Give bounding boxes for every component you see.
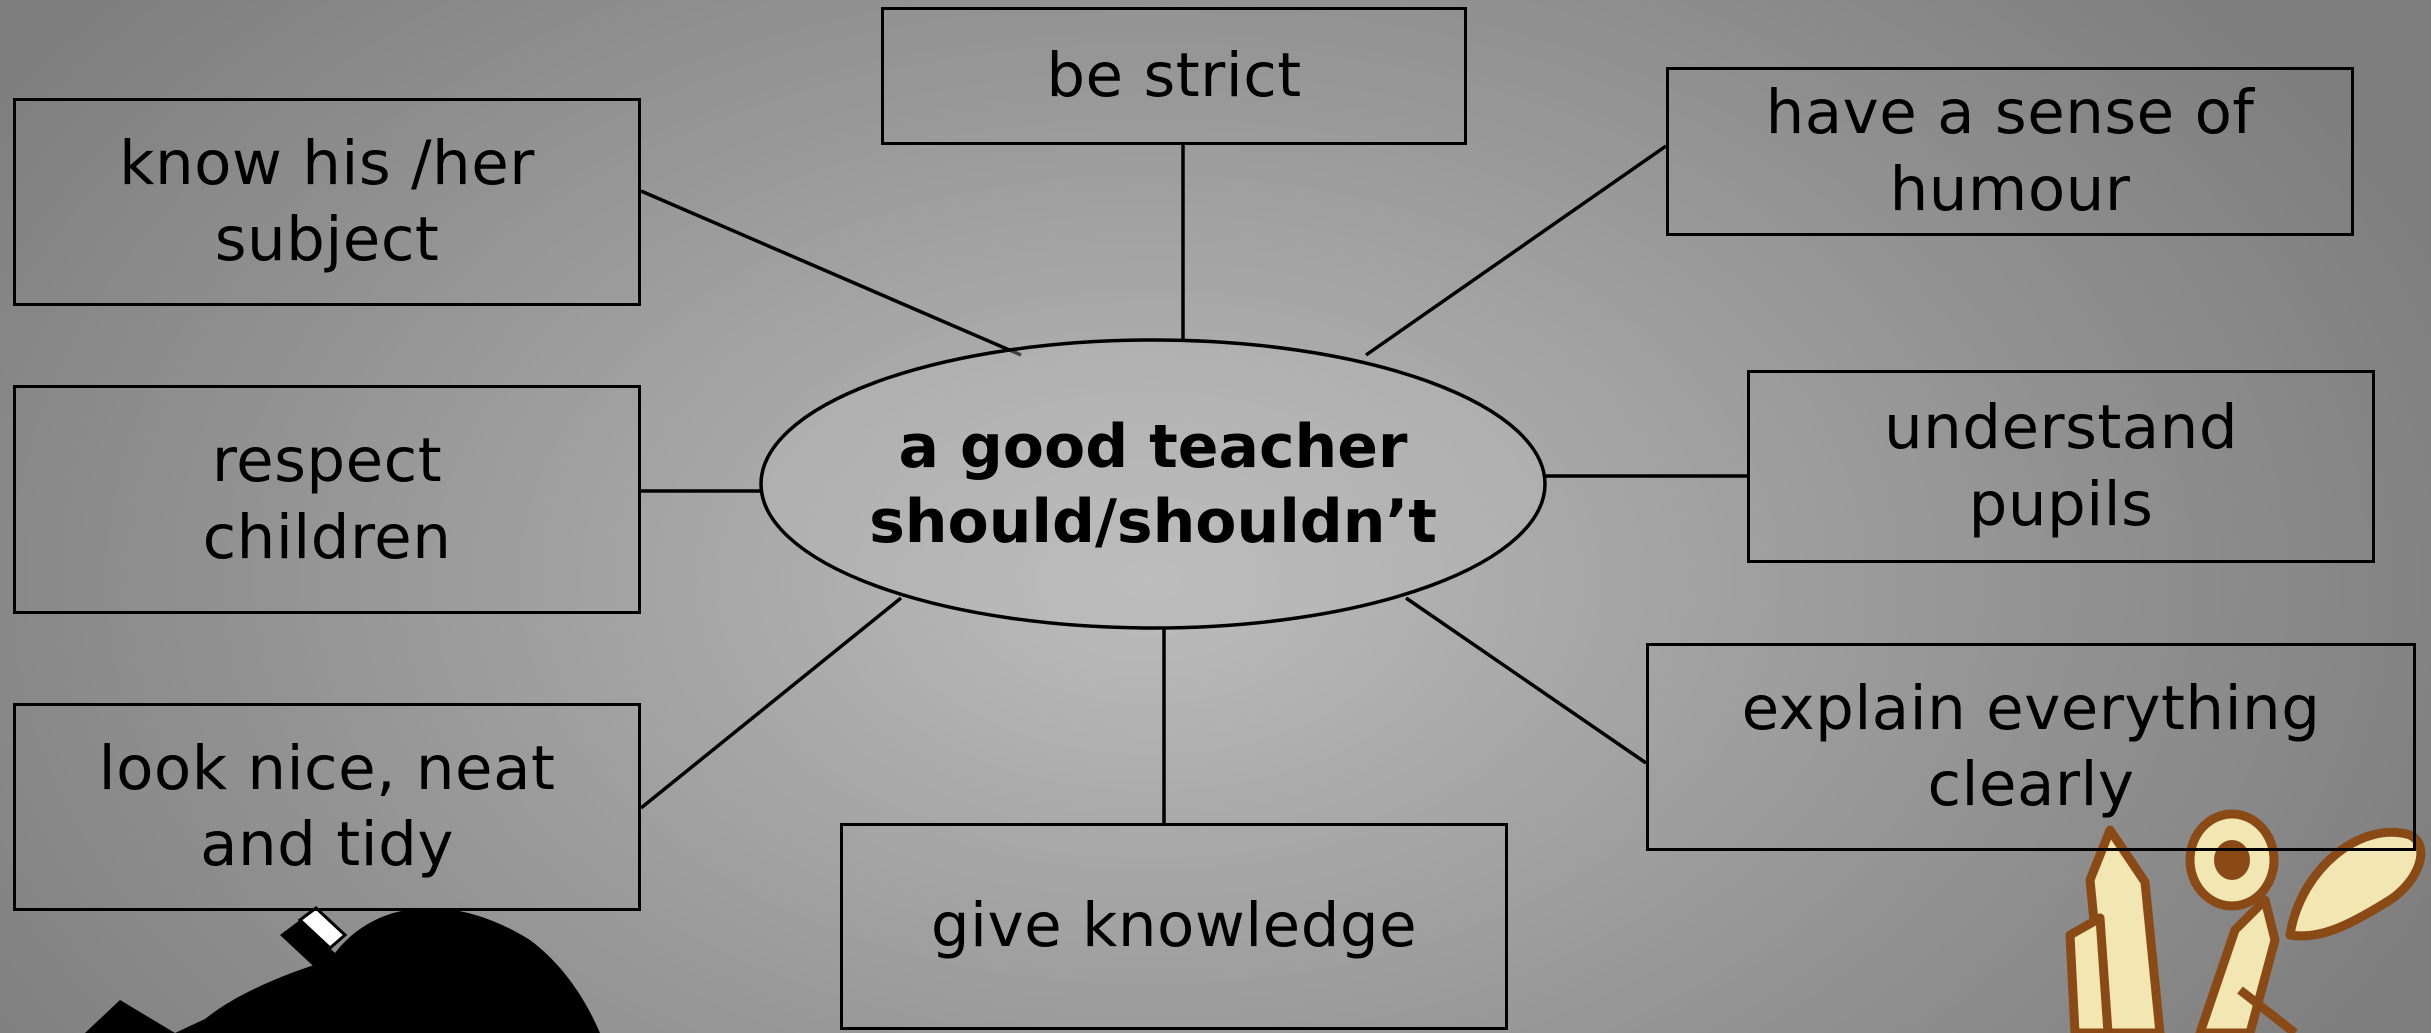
palette-brush-icon: [85, 906, 600, 1033]
connector-sense-of-humour: [1364, 144, 1668, 357]
node-sense-of-humour: have a sense of humour: [1666, 67, 2354, 236]
node-respect-children: respect children: [13, 385, 641, 614]
connectors: [639, 144, 1747, 823]
node-know-subject: know his /her subject: [13, 98, 641, 306]
connector-look-nice: [639, 596, 903, 810]
node-look-nice: look nice, neat and tidy: [13, 703, 641, 911]
node-explain-clearly: explain everything clearly: [1646, 643, 2416, 851]
node-give-knowledge: give knowledge: [840, 823, 1508, 1030]
pencil-scissors-icon: [2065, 809, 2426, 1033]
center-ellipse: [759, 338, 1547, 630]
node-understand-pupils: understand pupils: [1747, 370, 2375, 563]
connector-explain-clearly: [1405, 596, 1647, 765]
connector-know-subject: [640, 189, 1022, 357]
center-topic: a good teacher should/shouldn’t: [869, 412, 1437, 557]
node-be-strict: be strict: [881, 7, 1467, 145]
